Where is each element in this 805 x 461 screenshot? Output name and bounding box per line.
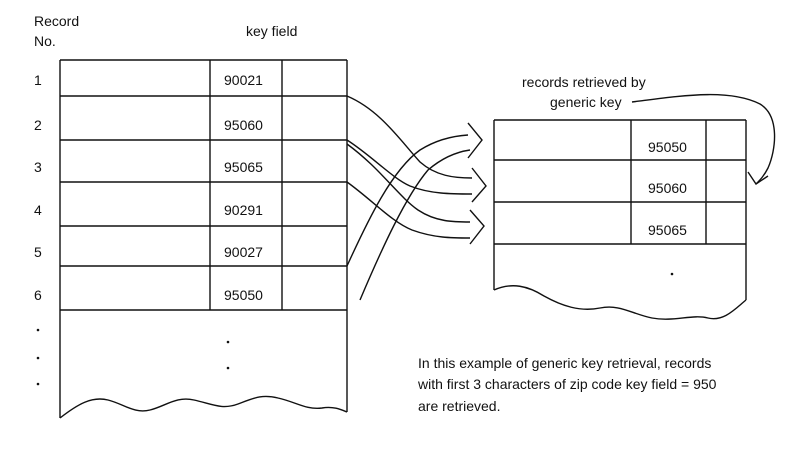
right-table-torn-edge <box>493 285 747 320</box>
note-line-3: are retrieved. <box>418 398 500 414</box>
flow-arrow-head <box>471 167 487 203</box>
caption-pointer-arrow <box>631 93 776 185</box>
continuation-dot <box>670 272 674 276</box>
continuation-dot <box>36 356 40 360</box>
note-line-1: In this example of generic key retrieval… <box>418 355 711 371</box>
flow-arrow-head <box>467 122 483 159</box>
continuation-dot <box>36 328 40 332</box>
left-table-torn-edge <box>59 395 348 419</box>
left-record-table <box>36 59 348 419</box>
left-key-value: 95060 <box>224 117 263 133</box>
flow-arrow-head <box>469 209 485 245</box>
continuation-dot <box>226 340 230 344</box>
record-number: 2 <box>34 117 42 133</box>
key-field-header: key field <box>246 23 297 39</box>
left-key-value: 95065 <box>224 159 263 175</box>
note-line-2: with first 3 characters of zip code key … <box>417 376 717 392</box>
flow-arrow-outline <box>346 134 469 267</box>
record-no-header-line1: Record <box>34 13 79 29</box>
flow-arrow-outline <box>359 149 471 301</box>
record-number: 4 <box>34 202 42 218</box>
continuation-dot <box>226 366 230 370</box>
record-number: 5 <box>34 244 42 260</box>
record-no-header-line2: No. <box>34 33 56 49</box>
record-number: 6 <box>34 287 42 303</box>
flow-arrow-outline <box>346 139 473 195</box>
record-number: 3 <box>34 159 42 175</box>
right-table-caption-line2: generic key <box>550 94 622 110</box>
retrieval-arrows <box>346 95 487 301</box>
retrieved-key-value: 95065 <box>648 222 687 238</box>
flow-arrow-outline <box>346 95 473 179</box>
left-key-value: 90291 <box>224 202 263 218</box>
right-table-caption-line1: records retrieved by <box>522 74 646 90</box>
flow-arrow-outline <box>346 181 471 239</box>
retrieved-records-table <box>493 119 747 320</box>
left-key-value: 95050 <box>224 287 263 303</box>
continuation-dot <box>36 382 40 386</box>
retrieved-key-value: 95060 <box>648 180 687 196</box>
retrieved-key-value: 95050 <box>648 139 687 155</box>
record-number: 1 <box>34 72 42 88</box>
caption-pointer-head <box>747 171 769 185</box>
left-key-value: 90021 <box>224 72 263 88</box>
flow-arrow-outline <box>346 143 471 223</box>
left-key-value: 90027 <box>224 244 263 260</box>
